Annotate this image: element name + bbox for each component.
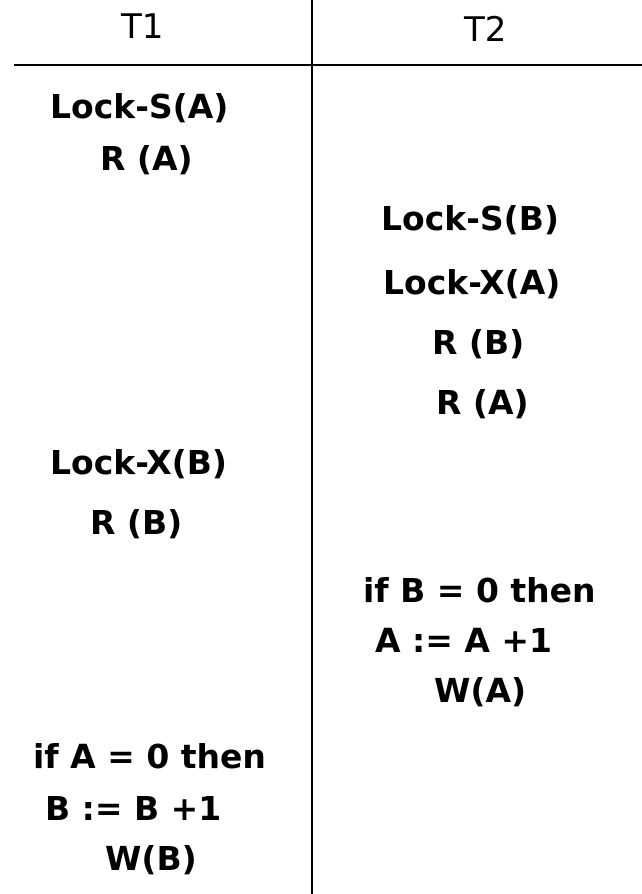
t1-lock-s-a: Lock-S(A) <box>50 87 229 126</box>
t1-lock-x-b: Lock-X(B) <box>50 443 227 482</box>
t2-read-a: R (A) <box>436 383 529 422</box>
t2-lock-x-a: Lock-X(A) <box>383 263 561 302</box>
t1-if-condition: if A = 0 then <box>33 737 266 776</box>
t2-if-condition: if B = 0 then <box>363 571 596 610</box>
column-header-t1: T1 <box>121 7 164 47</box>
t1-read-a: R (A) <box>100 139 193 178</box>
t1-assign-b: B := B +1 <box>45 789 222 828</box>
t2-assign-a: A := A +1 <box>375 621 553 660</box>
column-divider <box>311 0 313 894</box>
t2-read-b: R (B) <box>432 323 525 362</box>
t2-write-a: W(A) <box>434 671 527 710</box>
header-divider <box>14 64 642 66</box>
column-header-t2: T2 <box>464 10 507 50</box>
t1-write-b: W(B) <box>105 839 197 878</box>
t2-lock-s-b: Lock-S(B) <box>381 199 559 238</box>
t1-read-b: R (B) <box>90 503 183 542</box>
